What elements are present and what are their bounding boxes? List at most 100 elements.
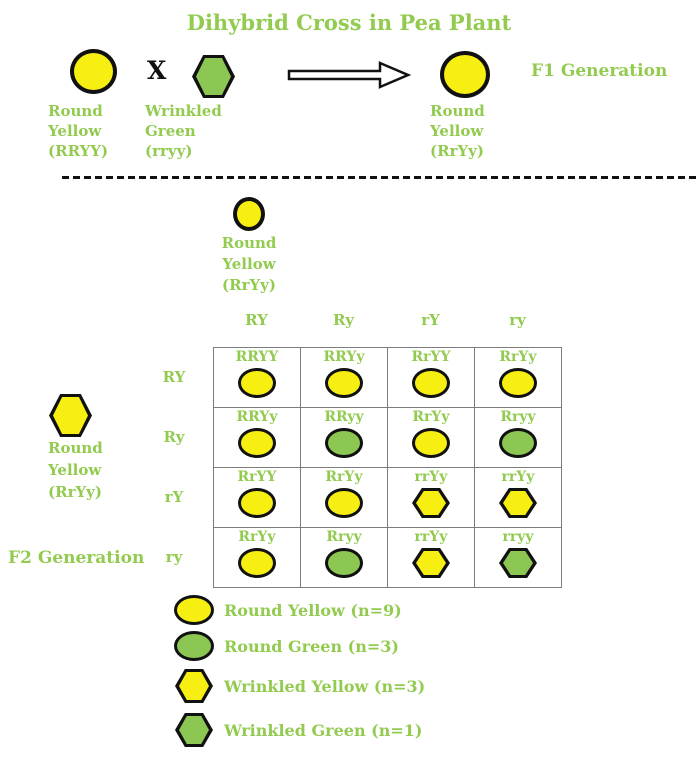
- parent1-label-line: Round: [48, 102, 103, 120]
- phenotype-shape: [499, 428, 537, 458]
- phenotype-shape: [325, 488, 363, 518]
- punnett-cell: RRYy: [214, 408, 301, 468]
- punnett-row-headers: RY Ry rY ry: [146, 347, 202, 587]
- round-yellow-icon: [174, 595, 214, 625]
- diagram-title: Dihybrid Cross in Pea Plant: [186, 10, 512, 35]
- punnett-cell: RrYY: [388, 348, 475, 408]
- genotype-label: RrYy: [412, 409, 450, 425]
- parent2-wrinkled-green-shape: [192, 55, 235, 98]
- phenotype-shape: [412, 428, 450, 458]
- punnett-cell: Rryy: [475, 408, 562, 468]
- genotype-label: RrYY: [411, 349, 451, 365]
- parent1-round-yellow-shape: [70, 49, 117, 94]
- cross-symbol: X: [147, 56, 167, 85]
- punnett-cell: Rryy: [301, 528, 388, 588]
- genotype-label: RrYy: [325, 469, 363, 485]
- phenotype-shape: [412, 488, 450, 518]
- f2-top-parent-label: Round Yellow (RrYy): [195, 233, 303, 296]
- punnett-cell: rrYy: [475, 468, 562, 528]
- genotype-label: RrYy: [238, 529, 276, 545]
- genotype-label: RRYY: [235, 349, 279, 365]
- legend-item-round-green: Round Green (n=3): [172, 631, 399, 661]
- f1-offspring-label: Round Yellow (RrYy): [430, 101, 485, 161]
- parent1-label-line: Yellow: [48, 122, 102, 140]
- f2-left-parent-shape: [49, 394, 92, 437]
- punnett-cell: rrYy: [388, 528, 475, 588]
- phenotype-shape: [325, 548, 363, 578]
- legend-item-wrinkled-yellow: Wrinkled Yellow (n=3): [172, 668, 425, 704]
- genotype-label: rrYy: [414, 469, 448, 485]
- phenotype-shape: [238, 548, 276, 578]
- parent1-label-line: (RRYY): [48, 142, 109, 160]
- row-header: ry: [165, 548, 183, 566]
- f2-left-parent-label-line: (RrYy): [48, 483, 102, 501]
- genotype-label: RRyy: [324, 409, 364, 425]
- parent2-label-line: Wrinkled: [145, 102, 222, 120]
- punnett-cell: RRYY: [214, 348, 301, 408]
- legend-label: Wrinkled Green (n=1): [224, 720, 423, 740]
- phenotype-shape: [499, 548, 537, 578]
- genotype-label: RrYY: [237, 469, 277, 485]
- genotype-label: rryy: [502, 529, 534, 545]
- f2-top-parent-label-line: Round: [221, 234, 277, 252]
- col-header: RY: [245, 311, 268, 329]
- legend-label: Round Yellow (n=9): [224, 600, 402, 620]
- legend-iconbox: [172, 595, 216, 625]
- genotype-label: Rryy: [326, 529, 362, 545]
- punnett-cell: RrYy: [475, 348, 562, 408]
- punnett-cell: RrYY: [214, 468, 301, 528]
- legend-item-wrinkled-green: Wrinkled Green (n=1): [172, 712, 422, 748]
- legend-item-round-yellow: Round Yellow (n=9): [172, 595, 402, 625]
- col-header: Ry: [333, 311, 354, 329]
- genotype-label: RrYy: [499, 349, 537, 365]
- row-header: RY: [162, 368, 186, 386]
- genotype-label: Rryy: [500, 409, 536, 425]
- legend-label: Round Green (n=3): [224, 636, 399, 656]
- punnett-cell: RrYy: [388, 408, 475, 468]
- wrinkled-yellow-icon: [175, 669, 213, 703]
- phenotype-shape: [238, 488, 276, 518]
- phenotype-shape: [412, 368, 450, 398]
- f2-left-parent-label-line: Round: [48, 439, 103, 457]
- genotype-label: rrYy: [501, 469, 535, 485]
- round-green-icon: [174, 631, 214, 661]
- f2-left-parent-label-line: Yellow: [48, 461, 102, 479]
- phenotype-shape: [499, 488, 537, 518]
- arrow-icon: [287, 61, 411, 89]
- row-header: rY: [164, 488, 184, 506]
- genotype-label: RRYy: [323, 349, 365, 365]
- col-header: rY: [421, 311, 440, 329]
- punnett-cell: RrYy: [214, 528, 301, 588]
- f1-offspring-label-line: (RrYy): [430, 142, 484, 160]
- f1-offspring-label-line: Yellow: [430, 122, 484, 140]
- legend-iconbox: [172, 631, 216, 661]
- parent2-label-line: Green: [145, 122, 196, 140]
- parent2-label-line: (rryy): [145, 142, 193, 160]
- punnett-cell: RRYy: [301, 348, 388, 408]
- f1-offspring-label-line: Round: [430, 102, 485, 120]
- punnett-cell: RrYy: [301, 468, 388, 528]
- f2-top-parent-shape: [233, 197, 265, 231]
- punnett-cell: rryy: [475, 528, 562, 588]
- col-header: ry: [509, 311, 526, 329]
- legend-iconbox: [172, 669, 216, 703]
- phenotype-shape: [412, 548, 450, 578]
- punnett-square: RRYY RRYy RrYY RrYy RRYy RRyy RrYy Rryy: [213, 347, 562, 588]
- f1-generation-label: F1 Generation: [531, 61, 668, 81]
- punnett-cell: RRyy: [301, 408, 388, 468]
- legend-label: Wrinkled Yellow (n=3): [224, 676, 426, 696]
- genotype-label: RRYy: [236, 409, 278, 425]
- phenotype-shape: [499, 368, 537, 398]
- punnett-column-headers: RY Ry rY ry: [213, 311, 561, 329]
- f1-offspring-round-yellow-shape: [440, 51, 490, 98]
- f2-generation-label: F2 Generation: [8, 548, 145, 568]
- punnett-cell: rrYy: [388, 468, 475, 528]
- phenotype-shape: [325, 368, 363, 398]
- f2-top-parent-label-line: (RrYy): [222, 276, 276, 294]
- row-header: Ry: [163, 428, 185, 446]
- genotype-label: rrYy: [414, 529, 448, 545]
- phenotype-shape: [238, 368, 276, 398]
- parent1-label: Round Yellow (RRYY): [48, 101, 108, 161]
- phenotype-shape: [325, 428, 363, 458]
